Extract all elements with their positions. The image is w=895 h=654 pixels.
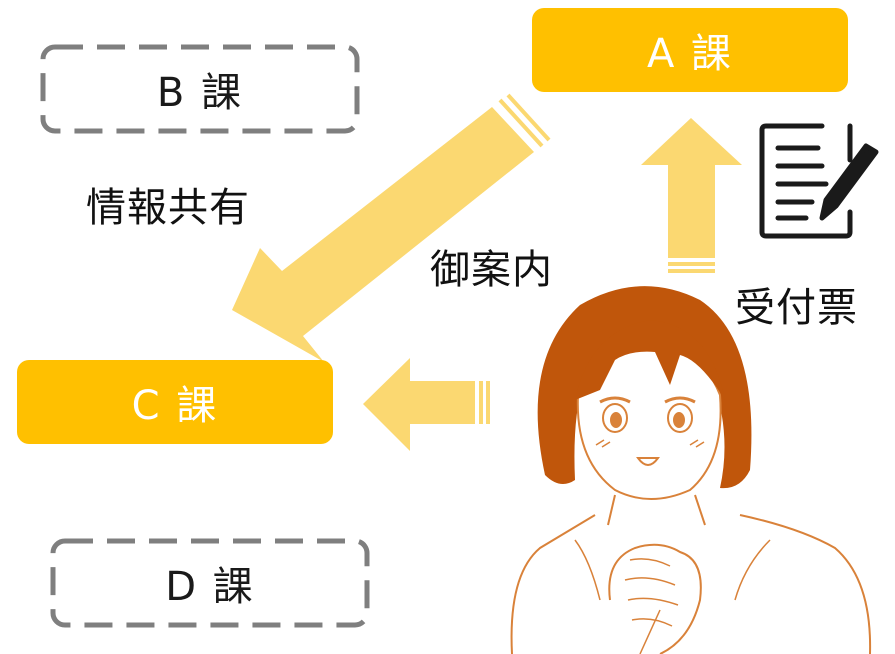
guidance-label: 御案内 [430, 247, 553, 293]
box-b: B 課 [40, 44, 360, 134]
box-a-label: A 課 [646, 31, 734, 77]
document-pen-icon [759, 123, 879, 239]
ticket-label: 受付票 [735, 285, 858, 331]
box-d: D 課 [50, 538, 370, 628]
info-share-label: 情報共有 [86, 185, 250, 231]
box-b-border [40, 44, 360, 134]
diagonal-arrow-a-to-c [232, 93, 551, 362]
box-a: A 課 [532, 8, 848, 92]
up-arrow-to-a [641, 118, 742, 273]
woman-receptionist-illustration [510, 286, 872, 654]
box-b-label: B 課 [156, 70, 244, 116]
left-arrow-to-c [363, 358, 490, 451]
box-c-label: C 課 [131, 383, 219, 429]
box-d-label: D 課 [165, 564, 255, 610]
box-c: C 課 [17, 360, 333, 444]
box-d-border [50, 538, 370, 628]
